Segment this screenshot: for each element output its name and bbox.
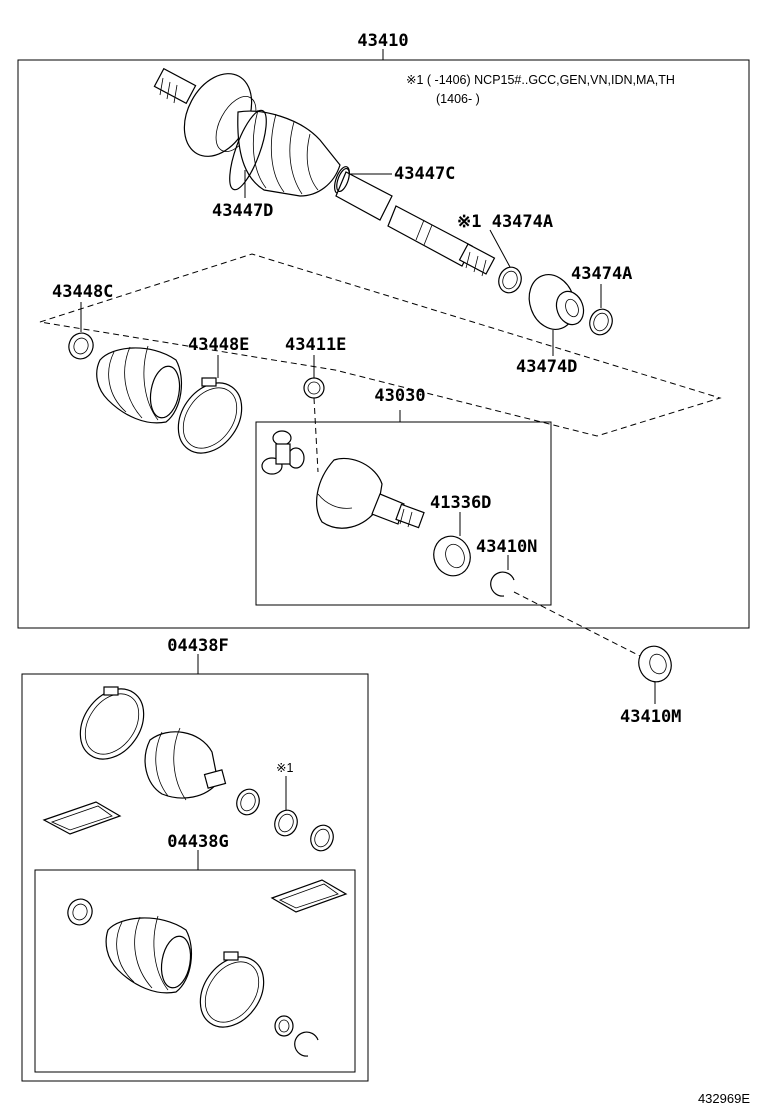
clamp-43474a-upper-drawing	[498, 266, 522, 294]
label-43030[interactable]: 43030	[374, 386, 425, 406]
label-43411e[interactable]: 43411E	[285, 335, 346, 355]
label-43410m[interactable]: 43410M	[620, 707, 681, 727]
kit-04438g-frame	[34, 869, 356, 1073]
label-43410[interactable]: 43410	[357, 31, 408, 51]
label-43447d[interactable]: 43447D	[212, 201, 273, 221]
kit-04438f-parts-drawing	[42, 686, 334, 852]
label-43474a[interactable]: 43474A	[571, 264, 632, 284]
label-43474d[interactable]: 43474D	[516, 357, 577, 377]
clamp-43474a-drawing	[589, 308, 613, 336]
outboard-joint-drawing	[153, 67, 496, 277]
clamp-43448c-drawing	[68, 332, 94, 360]
bearing-41336d-drawing	[433, 535, 471, 577]
boot-group-dashed-outline	[39, 253, 722, 437]
ring-43410n-drawing	[490, 571, 515, 597]
damper-43474d-drawing	[528, 274, 585, 330]
diagram-code: 432969E	[698, 1091, 750, 1106]
label-kit-note[interactable]: ※1	[276, 761, 293, 775]
applicability-note-line2: (1406- )	[436, 92, 480, 106]
label-43447c[interactable]: 43447C	[394, 164, 455, 184]
label-04438f[interactable]: 04438F	[167, 636, 228, 656]
clamp-43448e-drawing	[177, 382, 243, 454]
inboard-housing-drawing	[316, 457, 425, 529]
clamp-43447c-drawing	[336, 167, 350, 193]
label-04438g[interactable]: 04438G	[167, 832, 228, 852]
label-43474a-note[interactable]: ※1 43474A	[457, 212, 553, 232]
assembly-43030-frame	[255, 421, 552, 606]
label-43448e[interactable]: 43448E	[188, 335, 249, 355]
inboard-boot-drawing	[96, 345, 183, 424]
label-41336d[interactable]: 41336D	[430, 493, 491, 513]
assembly-43410-frame	[17, 59, 750, 629]
ring-43411e-drawing	[303, 377, 325, 399]
applicability-note-line1: ※1 ( -1406) NCP15#..GCC,GEN,VN,IDN,MA,TH	[406, 73, 675, 87]
tripod-joint-drawing	[261, 430, 305, 475]
label-43448c[interactable]: 43448C	[52, 282, 113, 302]
bearing-43410m-drawing	[638, 645, 672, 683]
label-43410n[interactable]: 43410N	[476, 537, 537, 557]
kit-04438f-frame	[21, 673, 369, 1082]
kit-04438g-parts-drawing	[67, 879, 348, 1057]
